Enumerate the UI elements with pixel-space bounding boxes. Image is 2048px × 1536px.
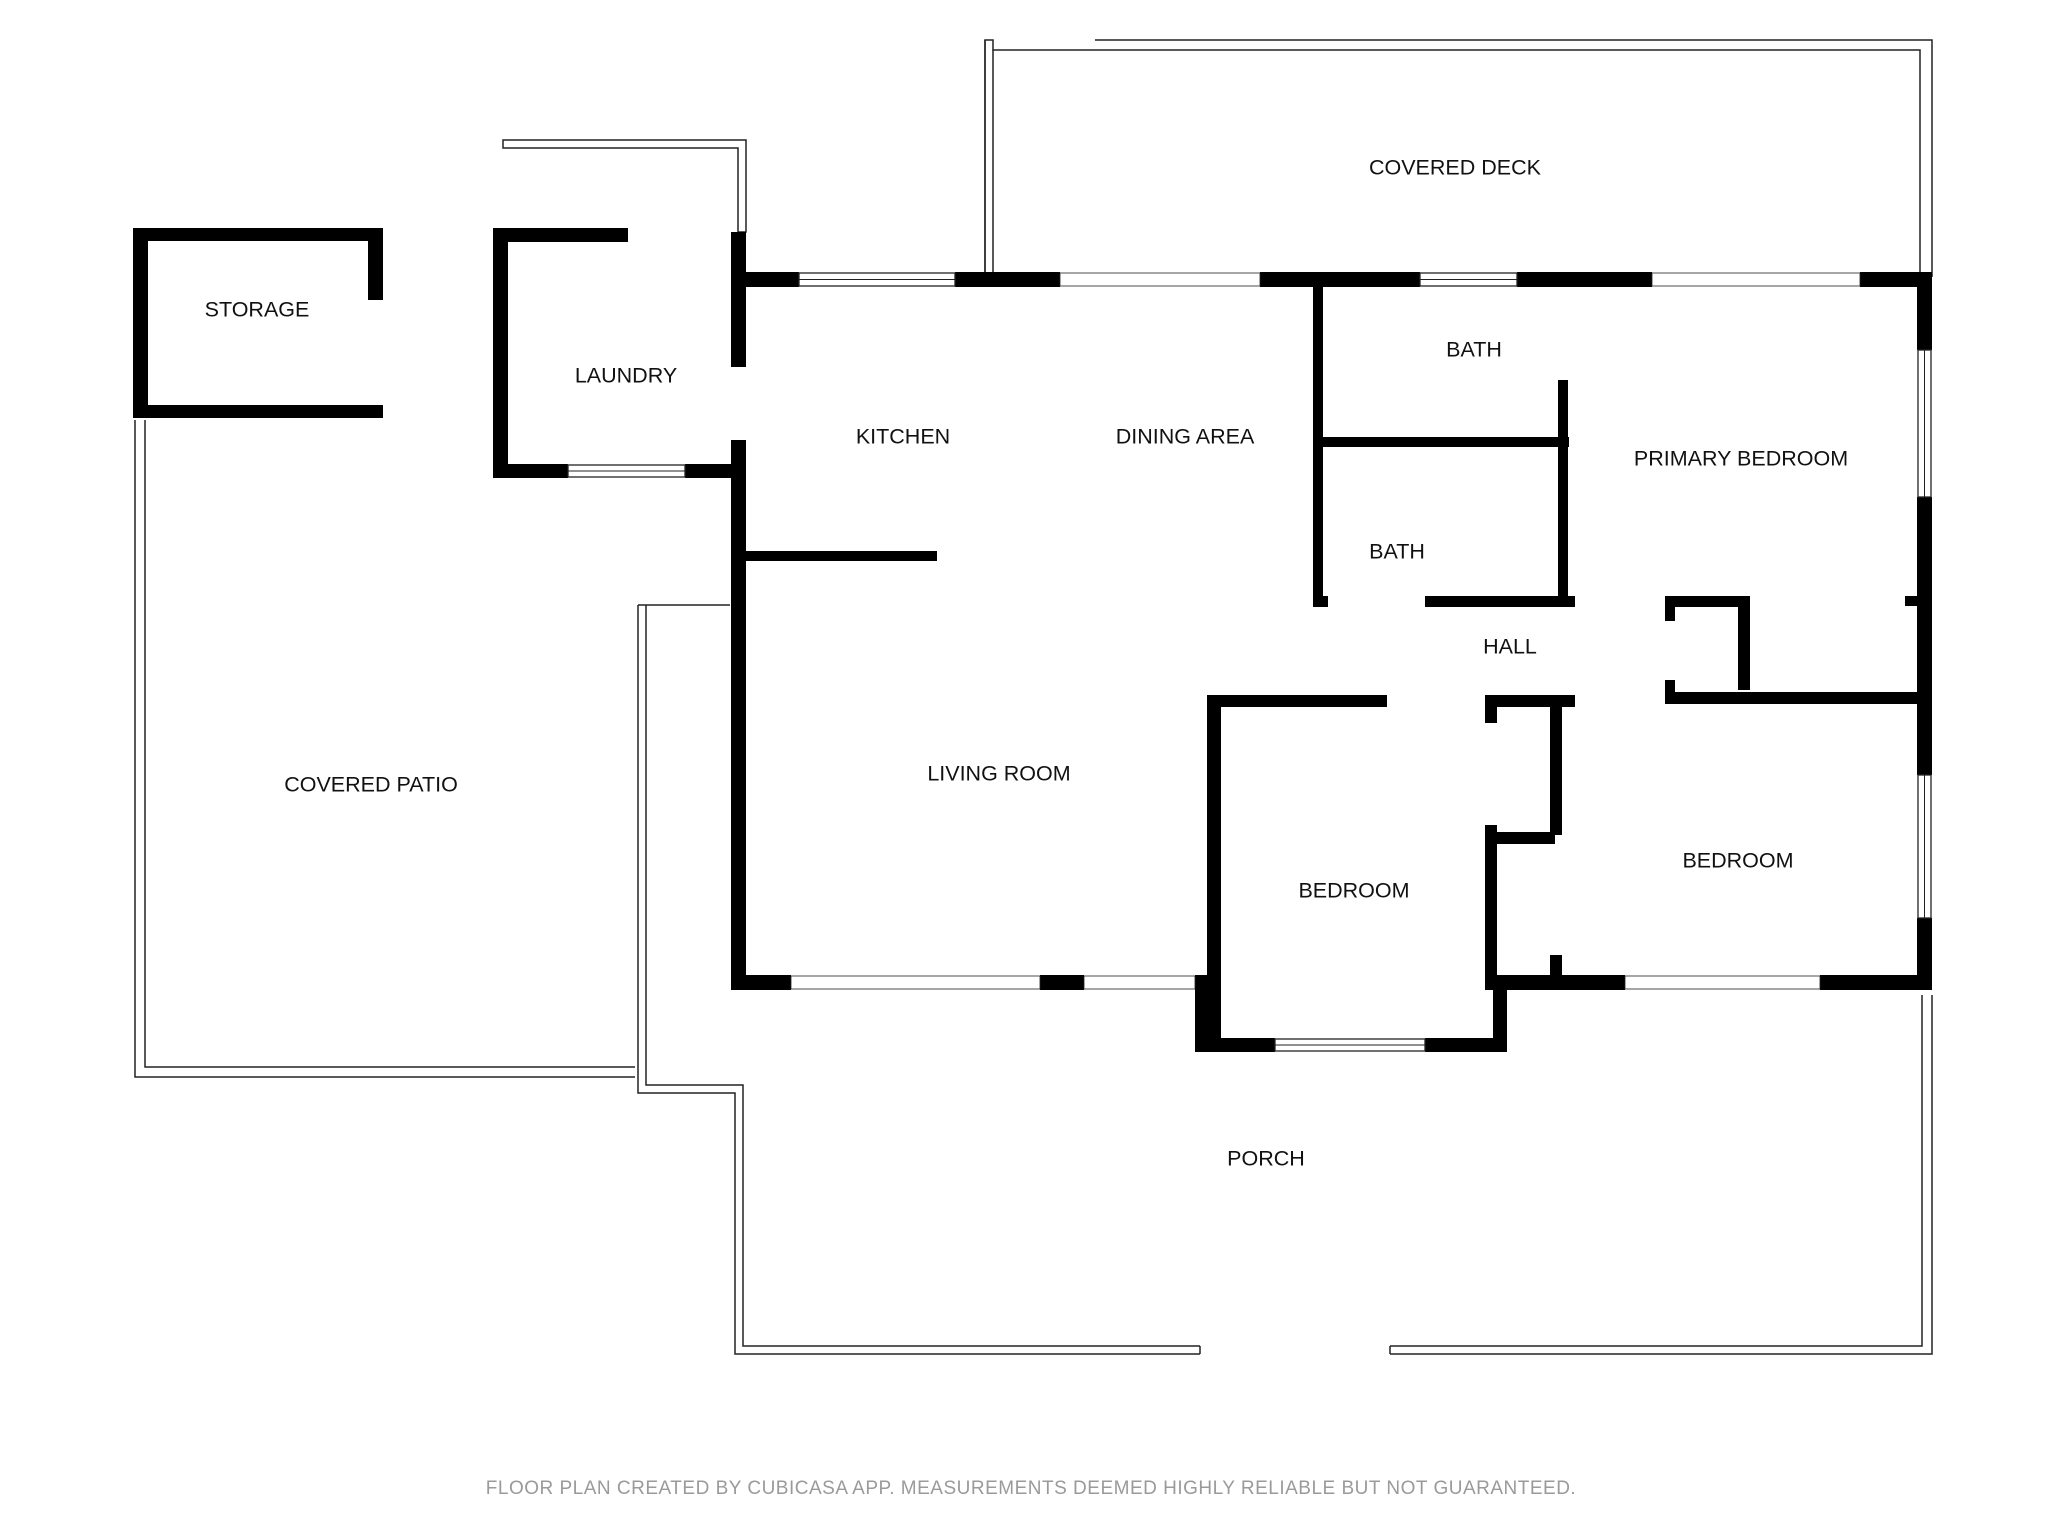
room-label-storage: STORAGE	[205, 298, 310, 322]
room-label-bedroom-right: BEDROOM	[1682, 849, 1793, 873]
windows	[567, 272, 1932, 1052]
room-label-covered-deck: COVERED DECK	[1369, 156, 1542, 180]
outdoor-outlines	[134, 39, 1933, 1355]
room-label-primary-bedroom: PRIMARY BEDROOM	[1634, 447, 1848, 471]
room-label-hall: HALL	[1483, 635, 1537, 659]
room-label-covered-patio: COVERED PATIO	[284, 773, 458, 797]
room-label-bath-upper: BATH	[1446, 338, 1502, 362]
room-label-kitchen: KITCHEN	[856, 425, 950, 449]
room-label-living-room: LIVING ROOM	[927, 762, 1070, 786]
room-label-laundry: LAUNDRY	[575, 364, 677, 388]
room-label-bath-lower: BATH	[1369, 540, 1425, 564]
room-label-porch: PORCH	[1227, 1147, 1305, 1171]
room-label-bedroom-center: BEDROOM	[1298, 879, 1409, 903]
disclaimer-footer: FLOOR PLAN CREATED BY CUBICASA APP. MEAS…	[486, 1478, 1576, 1499]
room-labels: COVERED DECK STORAGE LAUNDRY KITCHEN DIN…	[205, 156, 1849, 1171]
walls	[133, 228, 1932, 1052]
room-label-dining-area: DINING AREA	[1116, 425, 1255, 449]
